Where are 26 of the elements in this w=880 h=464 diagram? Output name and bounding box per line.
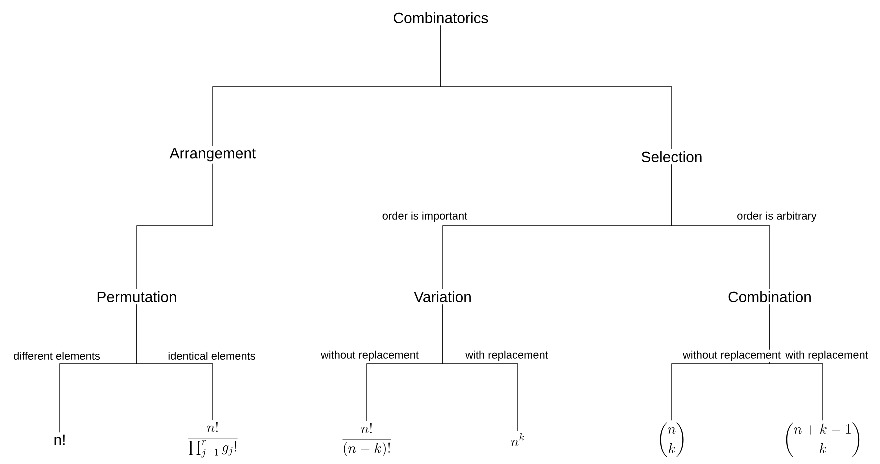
edge-label: identical elements xyxy=(167,350,257,362)
node-label: Combination xyxy=(728,292,811,302)
connector xyxy=(442,304,518,432)
formula: n! xyxy=(54,434,65,446)
formula: $\frac{n!}{(n-k)!}$ xyxy=(342,423,392,457)
node-label: Permutation xyxy=(98,292,176,302)
edge-label: without replacement xyxy=(320,350,420,362)
node-label: Selection xyxy=(642,152,702,162)
node-label: Combinatorics xyxy=(394,12,488,24)
connector xyxy=(770,304,824,421)
formula: $n^k$ xyxy=(511,434,524,447)
connector xyxy=(440,25,672,150)
connector xyxy=(672,164,770,290)
connector xyxy=(136,304,214,420)
edge-label: with replacement xyxy=(784,350,870,362)
edge-label: without replacement xyxy=(682,350,782,362)
node-label: Variation xyxy=(414,292,471,302)
edge-label: order is arbitrary xyxy=(736,210,818,224)
connector xyxy=(136,164,214,290)
node-label: Arrangement xyxy=(170,148,256,162)
formula: $\binom{n}{k}$ xyxy=(660,422,684,458)
edge-label: order is important xyxy=(381,210,469,224)
formula: $\binom{n+k-1}{k}$ xyxy=(786,422,860,458)
edge-label: with replacement xyxy=(464,350,550,362)
edge-label: different elements xyxy=(12,350,102,362)
formula: $\frac{n!}{\prod_{j=1}^{r} g_j!}$ xyxy=(188,422,238,458)
